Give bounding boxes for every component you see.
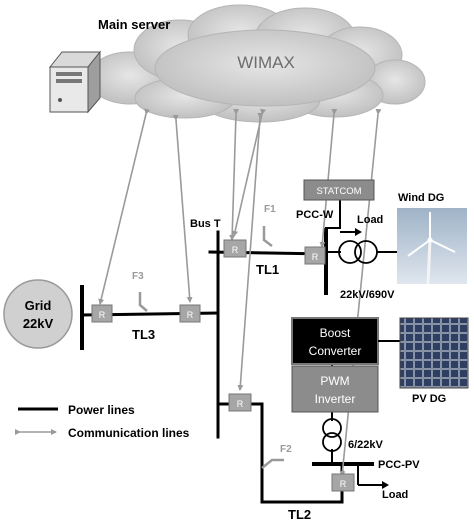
load-bottom-label: Load (382, 489, 408, 501)
pwm-inverter-label-1: PWM (320, 374, 349, 388)
pcc-w-label: PCC-W (296, 209, 334, 221)
fault-marker-f1 (262, 226, 273, 247)
pv-panel-image (399, 317, 469, 389)
relay: R (331, 473, 355, 492)
svg-text:R: R (312, 252, 319, 262)
main-server-label: Main server (98, 17, 170, 32)
fault-marker-f2 (261, 458, 284, 469)
pwm-inverter-label-2: Inverter (315, 392, 356, 406)
pv-dg-label: PV DG (412, 393, 446, 405)
load-top-label: Load (357, 214, 383, 226)
svg-text:R: R (99, 310, 106, 320)
relay: R (179, 304, 201, 323)
transformer-wind-label: 22kV/690V (340, 289, 395, 301)
tl1-label: TL1 (256, 262, 279, 277)
load-arrow-top (340, 228, 362, 236)
svg-text:R: R (237, 399, 244, 409)
boost-converter-label-1: Boost (320, 326, 351, 340)
legend-power-lines-label: Power lines (68, 403, 135, 417)
fault-marker-f3 (138, 292, 148, 312)
wimax-cloud: WIMAX (87, 4, 426, 123)
legend-communication-lines-label: Communication lines (68, 426, 190, 440)
bus-t-label: Bus T (190, 218, 221, 230)
tl2-label: TL2 (288, 507, 311, 520)
transformer-pv-label: 6/22kV (348, 439, 384, 451)
svg-text:R: R (187, 310, 194, 320)
transformer-pv-icon (322, 418, 342, 452)
communication-lines (98, 108, 382, 477)
svg-text:R: R (340, 479, 347, 489)
pcc-pv-label: PCC-PV (378, 459, 420, 471)
relay: R (223, 239, 247, 258)
wimax-label: WIMAX (237, 53, 295, 72)
legend: Power lines Communication lines (15, 403, 190, 440)
grid-voltage-label: 22kV (23, 316, 54, 331)
wind-dg-label: Wind DG (398, 192, 444, 204)
statcom-label: STATCOM (316, 186, 361, 197)
statcom-box: STATCOM (303, 179, 375, 201)
tl3-label: TL3 (132, 327, 155, 342)
relay: R (91, 304, 113, 323)
boost-converter-box: Boost Converter (291, 317, 379, 365)
wind-turbine-image (397, 208, 467, 285)
fault-label-f1: F1 (264, 204, 276, 215)
fault-label-f3: F3 (132, 271, 144, 282)
svg-text:R: R (232, 245, 239, 255)
grid-source: Grid 22kV (3, 279, 73, 349)
grid-label: Grid (25, 298, 52, 313)
fault-label-f2: F2 (280, 444, 292, 455)
boost-converter-label-2: Converter (309, 344, 362, 358)
server-icon (48, 50, 102, 114)
relay: R (228, 393, 252, 412)
transformer-wind-icon (338, 240, 378, 264)
pwm-inverter-box: PWM Inverter (291, 365, 379, 413)
relay: R (304, 246, 326, 265)
